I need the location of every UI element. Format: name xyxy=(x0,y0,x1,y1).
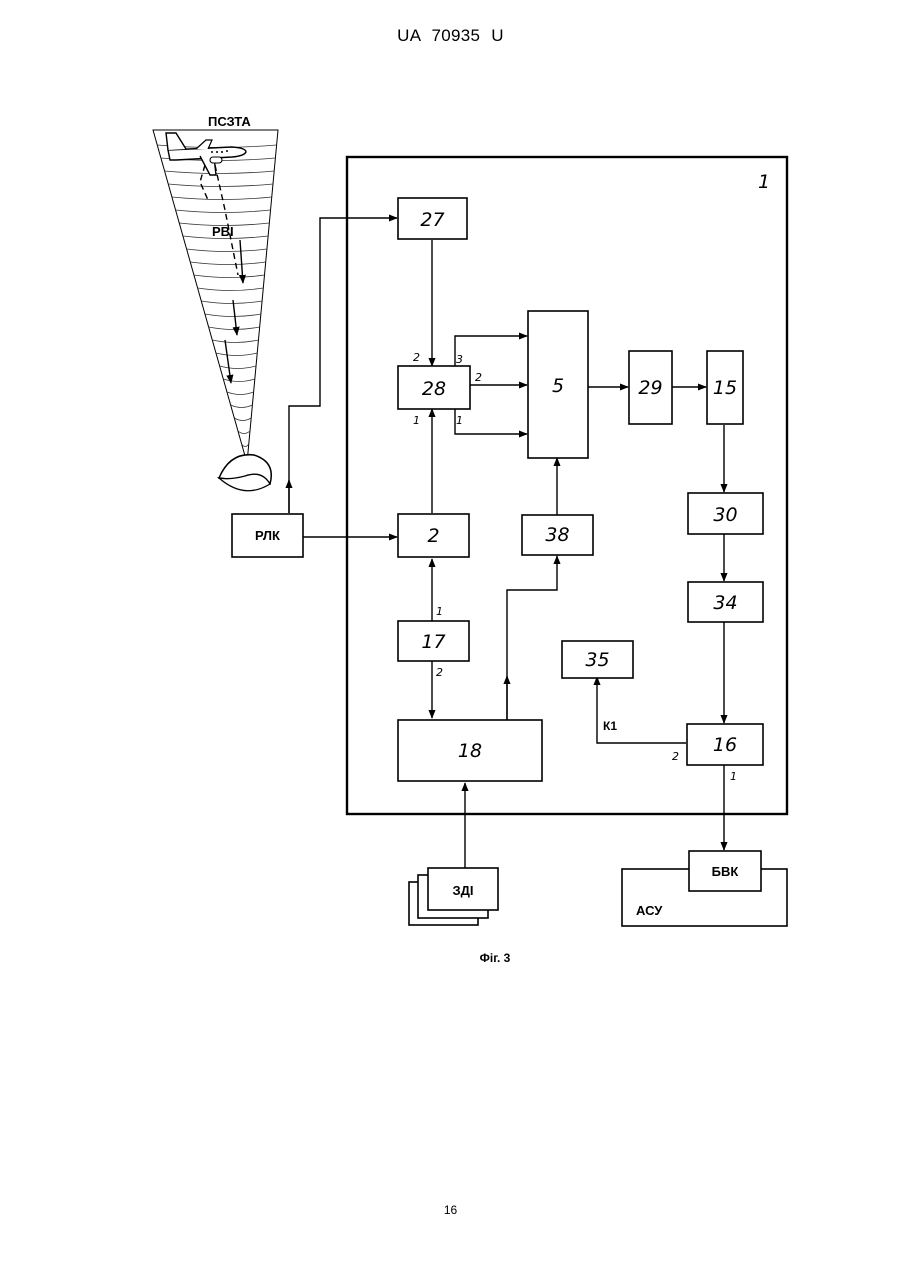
block-15: 15 xyxy=(707,351,743,424)
system-frame xyxy=(347,157,787,814)
label-echo: РВІ xyxy=(212,224,234,239)
port-28-in1: 1 xyxy=(413,414,420,427)
block-30-label: 30 xyxy=(713,504,737,526)
block-29: 29 xyxy=(629,351,672,424)
port-28-out3: 3 xyxy=(456,353,463,366)
aircraft-icon xyxy=(166,133,246,175)
port-17-out2: 2 xyxy=(436,666,443,679)
link-16-35 xyxy=(597,677,686,743)
block-17-label: 17 xyxy=(421,631,445,653)
block-38-label: 38 xyxy=(545,524,569,546)
channel-k1-label: К1 xyxy=(603,719,617,733)
block-30: 30 xyxy=(688,493,763,534)
echo-arrow-1 xyxy=(240,240,243,283)
block-28: 28 xyxy=(398,366,470,409)
block-38: 38 xyxy=(522,515,593,555)
block-15-label: 15 xyxy=(713,377,737,399)
system-label: 1 xyxy=(758,171,770,193)
block-18-label: 18 xyxy=(458,740,482,762)
block-34-label: 34 xyxy=(713,592,737,614)
radar-block: РЛК xyxy=(232,514,303,557)
echo-arrow-3 xyxy=(225,340,231,383)
port-16-out2: 2 xyxy=(672,750,679,763)
port-28-out2: 2 xyxy=(475,371,482,384)
link-28-5-out1 xyxy=(455,409,527,434)
beam-range-arcs xyxy=(157,145,276,447)
radar-block-label: РЛК xyxy=(255,528,280,543)
label-target-zone: ПСЗТА xyxy=(208,114,251,129)
radar-beam xyxy=(153,130,278,463)
output-block-label: БВК xyxy=(712,864,739,879)
block-2-label: 2 xyxy=(427,525,439,547)
link-28-5-out3 xyxy=(455,336,527,366)
echo-path-right xyxy=(215,165,238,275)
port-28-in2: 2 xyxy=(413,351,420,364)
block-16-label: 16 xyxy=(713,734,737,756)
port-16-out1: 1 xyxy=(730,770,737,783)
control-system: БВК АСУ xyxy=(622,851,787,926)
block-29-label: 29 xyxy=(638,377,662,399)
control-system-label: АСУ xyxy=(636,903,663,918)
figure-caption: Фіг. 3 xyxy=(480,951,511,965)
link-18-38 xyxy=(507,556,557,720)
data-sources-label: ЗДІ xyxy=(452,883,473,898)
block-27: 27 xyxy=(398,198,467,239)
block-2: 2 xyxy=(398,514,469,557)
block-5-label: 5 xyxy=(552,375,564,397)
link-rlk-27 xyxy=(289,218,397,513)
block-34: 34 xyxy=(688,582,763,622)
block-28-label: 28 xyxy=(422,378,446,400)
antenna-dish-icon xyxy=(219,455,271,491)
block-5: 5 xyxy=(528,311,588,458)
block-35-label: 35 xyxy=(585,649,609,671)
page-number: 16 xyxy=(0,1203,901,1217)
block-18: 18 xyxy=(398,720,542,781)
block-17: 17 xyxy=(398,621,469,661)
block-16: 16 xyxy=(687,724,763,765)
port-28-out1: 1 xyxy=(456,414,463,427)
data-sources-stack: ЗДІ xyxy=(409,868,498,925)
block-35: 35 xyxy=(562,641,633,678)
port-17-out1: 1 xyxy=(436,605,443,618)
block-27-label: 27 xyxy=(420,209,444,231)
